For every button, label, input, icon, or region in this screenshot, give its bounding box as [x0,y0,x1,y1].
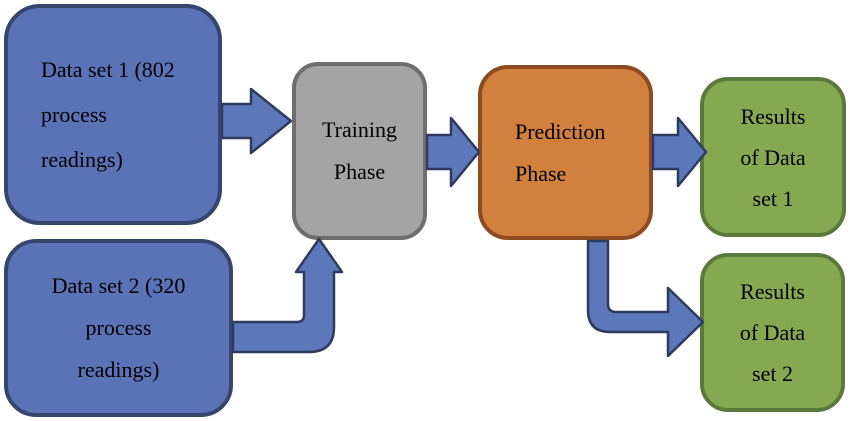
node-dataset-1-line: readings) [41,147,123,172]
node-dataset-1-line: Data set 1 (802 [41,57,175,82]
node-dataset-1-line: process [41,102,107,127]
node-prediction-phase: Prediction Phase [478,65,653,240]
node-dataset-2-line: Data set 2 (320 [51,273,186,298]
node-results-dataset-1-line: of Data [740,144,806,170]
node-results-dataset-1: Results of Data set 1 [700,77,846,237]
node-dataset-2-line: process [85,315,152,340]
node-results-dataset-2-line: set 2 [752,361,793,386]
node-dataset-2-line: readings) [77,357,160,382]
arrow-dataset2-to-training [231,237,344,354]
arrow-dataset1-to-training [220,87,293,155]
node-prediction-phase-line: Phase [515,160,567,186]
node-dataset-1: Data set 1 (802 process readings) [4,4,222,225]
node-prediction-phase-line: Prediction [515,118,606,144]
arrow-training-to-prediction [425,116,481,188]
node-results-dataset-2-line: Results [740,279,805,304]
node-results-dataset-1-line: Results [740,103,806,129]
arrow-prediction-to-results1 [651,116,708,188]
arrow-prediction-to-results2 [586,239,705,358]
node-training-phase: Training Phase [292,62,427,240]
node-dataset-2: Data set 2 (320 process readings) [4,239,233,417]
node-training-phase-line: Phase [333,159,386,184]
node-results-dataset-2: Results of Data set 2 [700,253,845,412]
node-training-phase-line: Training [322,117,397,142]
node-results-dataset-2-line: of Data [739,320,806,345]
node-results-dataset-1-line: set 1 [752,185,794,211]
